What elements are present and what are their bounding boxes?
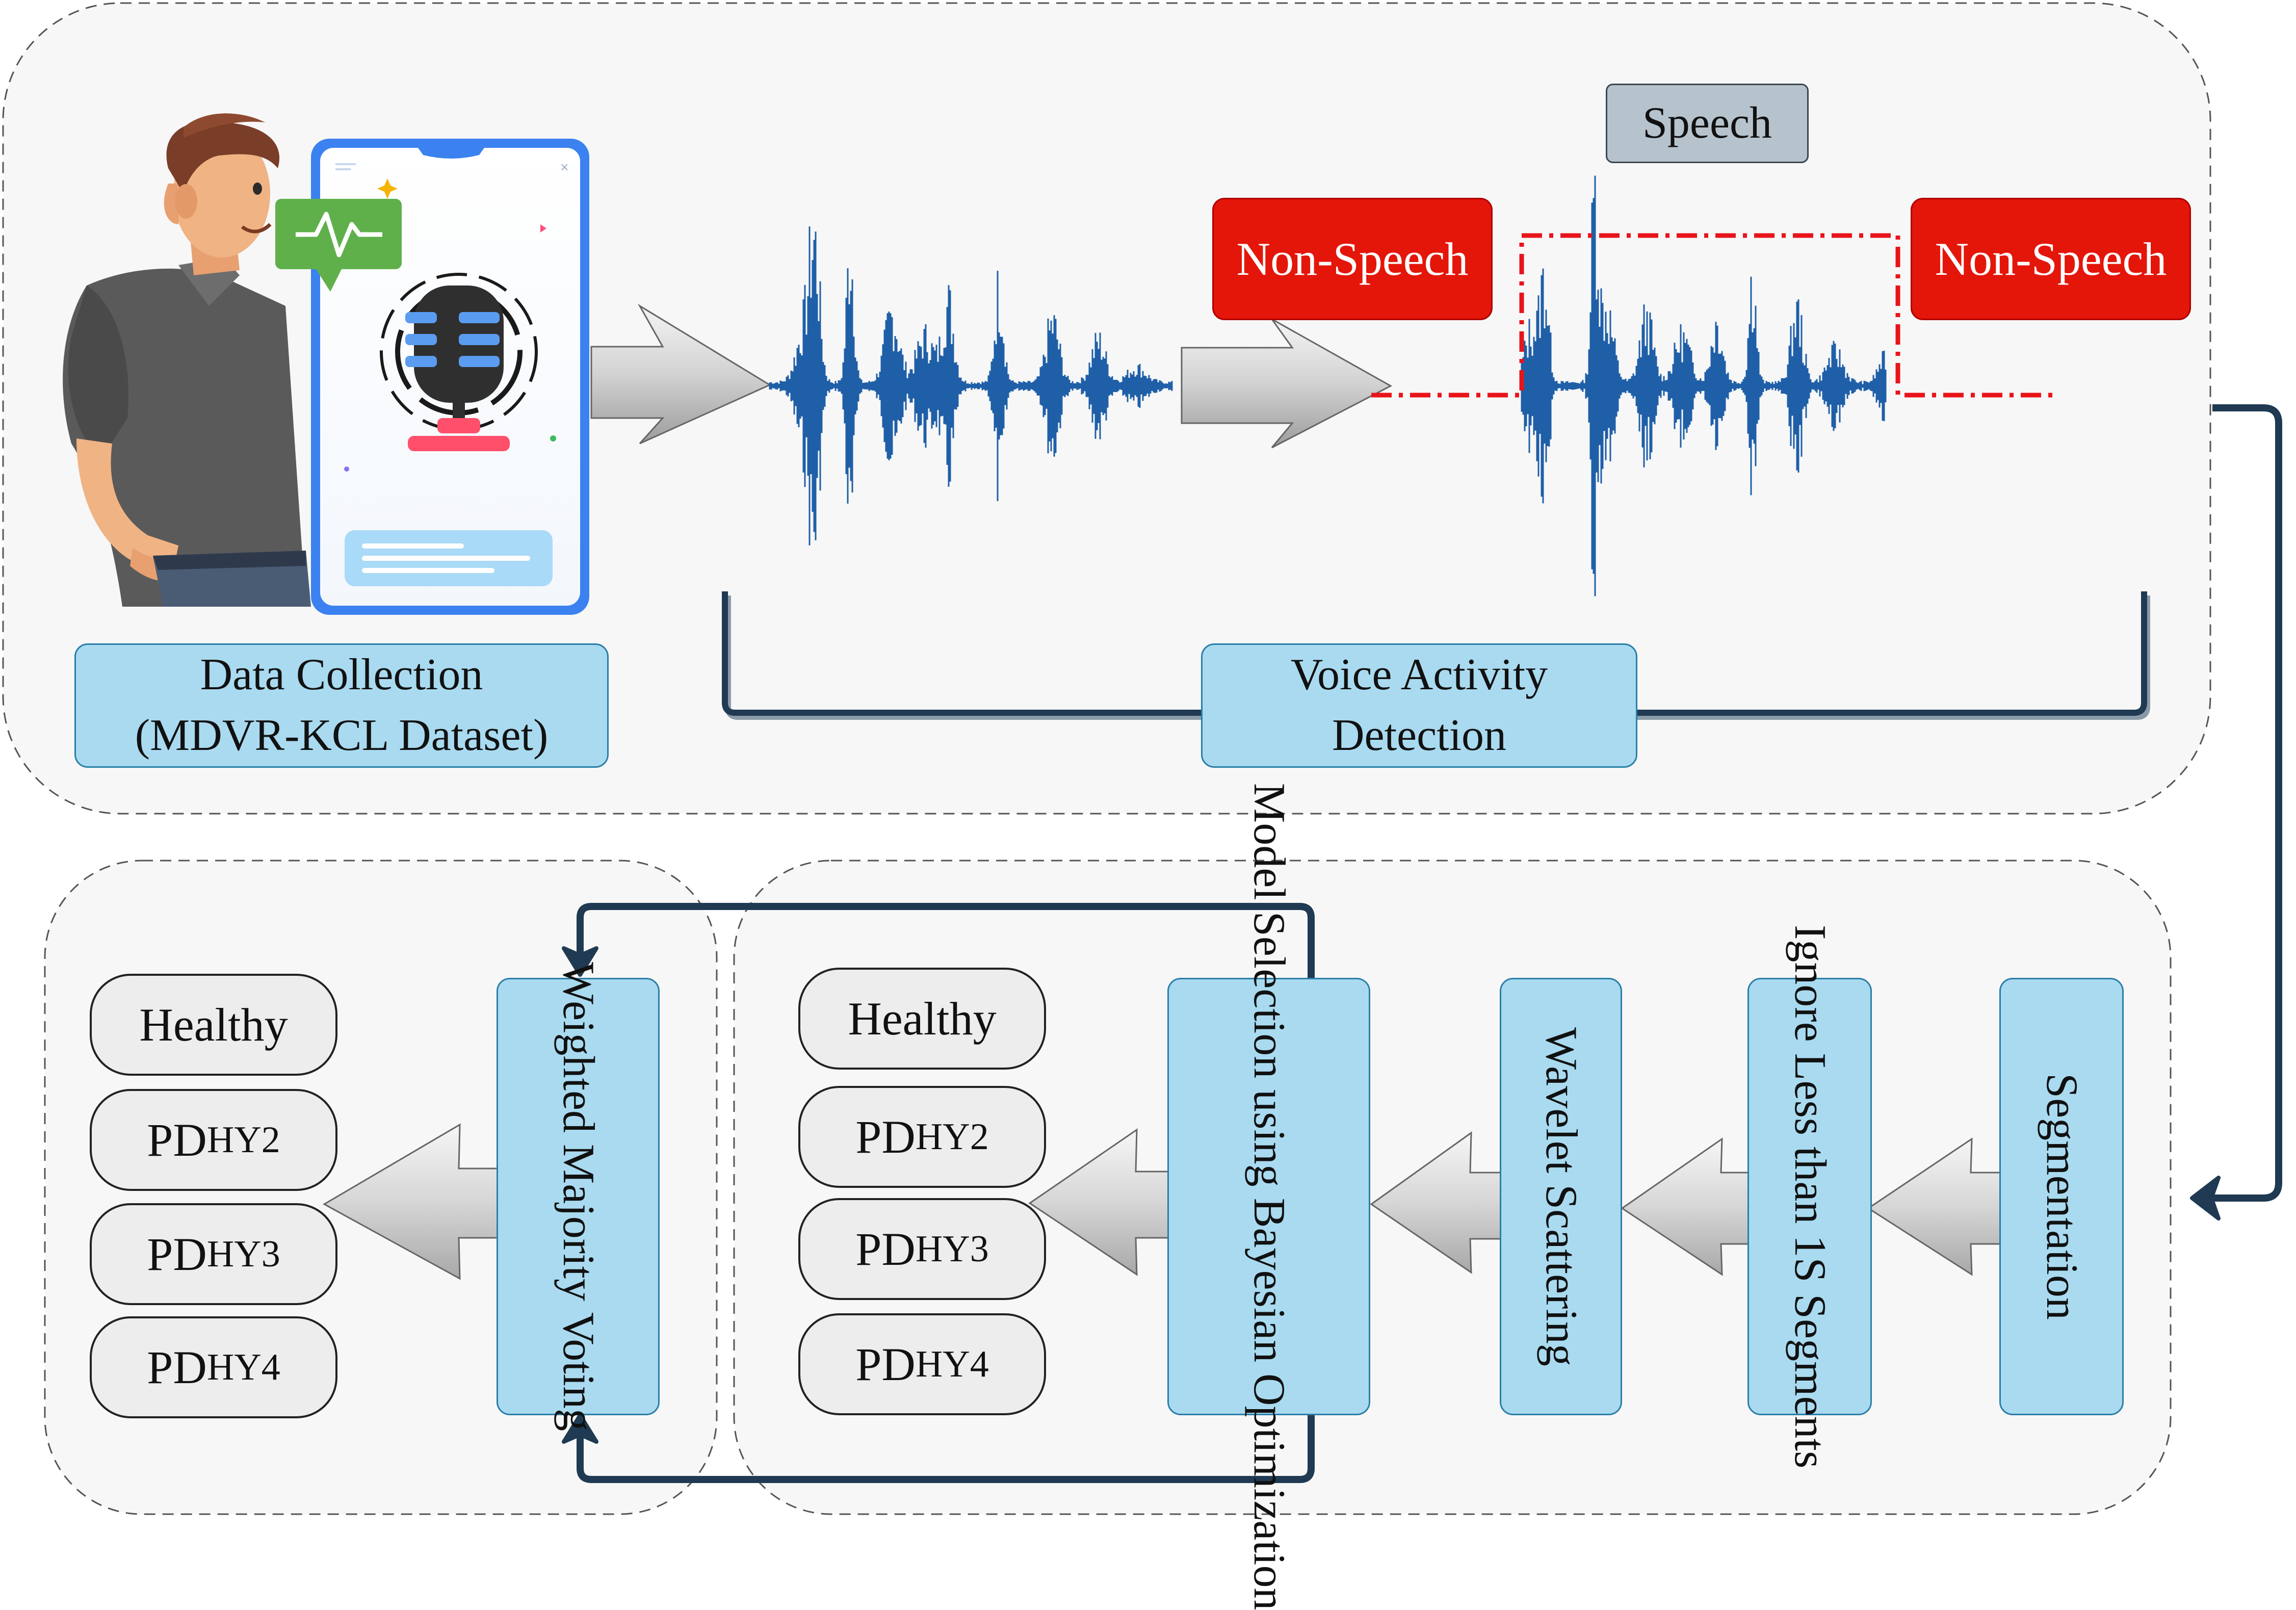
vad-step-line <box>1371 233 2059 398</box>
connector-arrowhead <box>2190 1176 2221 1221</box>
raw-speech-waveform <box>769 226 1173 546</box>
vad-box: Voice Activity Detection <box>1201 643 1637 768</box>
class-label: PD <box>855 1338 916 1390</box>
class-subscript: HY2 <box>206 1119 280 1161</box>
arrow-wavelet-to-model <box>1370 1131 1503 1274</box>
voting-line1: Weighted Majority <box>554 962 603 1301</box>
person-with-phone-illustration: × <box>63 113 589 615</box>
arrow-ignore-to-wavelet <box>1621 1137 1751 1276</box>
segmentation-box: Segmentation <box>1999 978 2124 1415</box>
model-line1: Model Selection <box>1244 783 1294 1078</box>
class-subscript: HY2 <box>915 1115 989 1158</box>
class-subscript: HY3 <box>206 1233 280 1275</box>
model-to-voting-top-loop <box>577 903 1315 979</box>
non-speech-right-label: Non-Speech <box>1911 198 2191 320</box>
arrow-segmentation-to-ignore <box>1867 1137 2002 1276</box>
class-label: PD <box>147 1341 207 1393</box>
non-speech-left-text: Non-Speech <box>1236 233 1469 285</box>
class-subscript: HY3 <box>915 1228 989 1270</box>
class-label: PD <box>855 1223 916 1275</box>
arrow-to-waveform <box>590 303 772 445</box>
speech-label-text: Speech <box>1642 98 1772 148</box>
class-label: PD <box>147 1228 207 1280</box>
arrow-voting-to-classes <box>322 1123 499 1280</box>
voting-line2: Voting <box>554 1312 603 1432</box>
ignore-line2: Segments <box>1785 1293 1835 1468</box>
data-collection-line1: Data Collection <box>200 650 483 700</box>
final-class-healthy: Healthy <box>90 974 337 1076</box>
vad-line2: Detection <box>1332 711 1507 760</box>
data-collection-line2: (MDVR-KCL Dataset) <box>135 711 549 760</box>
vad-line1: Voice Activity <box>1290 650 1548 700</box>
non-speech-right-text: Non-Speech <box>1935 233 2167 285</box>
model-line2: using Bayesian <box>1244 1089 1294 1363</box>
weighted-voting-box: Weighted Majority Voting <box>497 962 660 1431</box>
wavelet-text: Wavelet Scattering <box>1536 1027 1586 1366</box>
model-selection-box: Model Selection using Bayesian Optimizat… <box>1167 783 1370 1610</box>
bottom-loop-arrowhead <box>562 1413 598 1444</box>
non-speech-left-label: Non-Speech <box>1212 198 1493 320</box>
arrow-to-vad <box>1181 318 1393 449</box>
svg-text:×: × <box>560 161 569 174</box>
class-label: PD <box>147 1114 207 1166</box>
top-to-segmentation-connector <box>2202 404 2282 1202</box>
model-to-voting-bottom-loop <box>577 1412 1315 1483</box>
mid-class-healthy: Healthy <box>798 968 1046 1070</box>
segmentation-text: Segmentation <box>2037 1073 2086 1320</box>
class-label: Healthy <box>848 993 997 1045</box>
class-subscript: HY4 <box>915 1343 989 1385</box>
class-subscript: HY4 <box>206 1346 280 1388</box>
top-loop-arrowhead <box>562 946 598 977</box>
ignore-segments-box: Ignore Less than 1S Segments <box>1747 925 1872 1468</box>
class-label: Healthy <box>139 999 288 1051</box>
wavelet-scattering-box: Wavelet Scattering <box>1500 978 1622 1415</box>
ignore-line1: Ignore Less than 1S <box>1785 925 1835 1283</box>
class-label: PD <box>855 1111 916 1163</box>
model-line3: Optimization <box>1244 1373 1294 1610</box>
data-collection-box: Data Collection (MDVR-KCL Dataset) <box>74 643 609 768</box>
speech-label: Speech <box>1606 84 1809 163</box>
arrow-model-to-classes <box>1028 1128 1169 1276</box>
